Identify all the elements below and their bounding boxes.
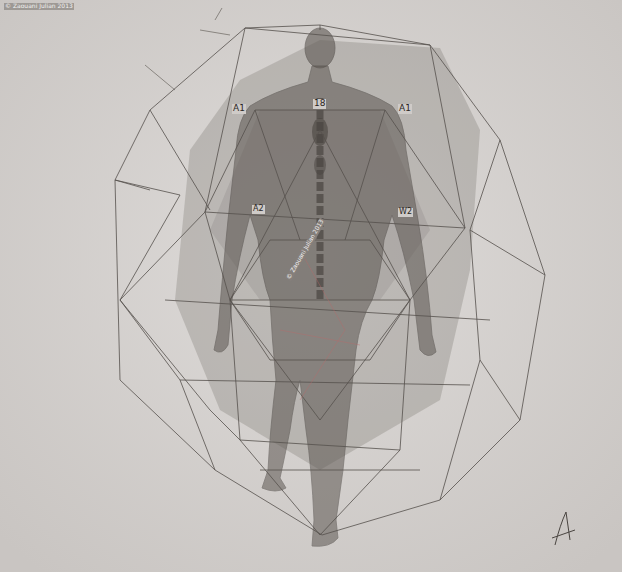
figure-organ (312, 118, 328, 146)
polyhedron-lines (115, 25, 545, 535)
callout-label: A1 (398, 104, 412, 114)
figure-body (214, 66, 436, 546)
callout-number: 18 (313, 99, 326, 109)
callout-label: A2 (252, 205, 265, 214)
pencil-marks (145, 8, 230, 90)
watermark: © Zaouani Julian 2013 (4, 3, 74, 10)
signature-mark (552, 512, 575, 545)
callout-label: A1 (232, 104, 246, 114)
human-figure (214, 28, 436, 546)
callout-label: W2 (398, 208, 413, 217)
figure-organ (314, 155, 326, 175)
